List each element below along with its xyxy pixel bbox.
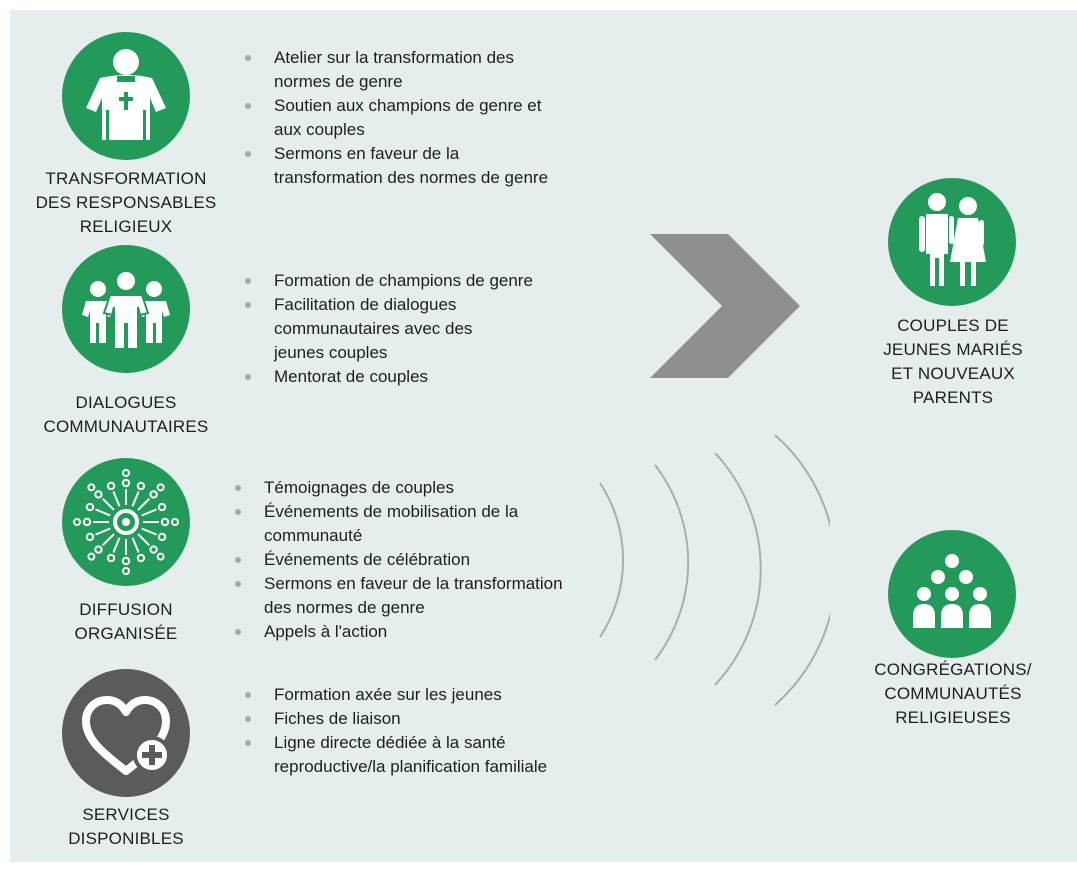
list-item: Témoignages de couples xyxy=(232,476,632,500)
list-item: Fiches de liaison xyxy=(242,707,642,731)
bullet-list-available-services: Formation axée sur les jeunes Fiches de … xyxy=(242,683,642,779)
group-title-religious-leaders: TRANSFORMATION DES RESPONSABLES RELIGIEU… xyxy=(35,169,217,236)
list-item: Appels à l'action xyxy=(232,620,632,644)
bullet-list-community-dialogues: Formation de champions de genre Facilita… xyxy=(242,269,622,389)
broadcast-arc-2 xyxy=(654,464,690,661)
list-item: Mentorat de couples xyxy=(242,365,622,389)
group-title-congregations: CONGRÉGATIONS/ COMMUNAUTÉS RELIGIEUSES xyxy=(874,660,1032,727)
bullet-list-organized-diffusion: Témoignages de couples Événements de mob… xyxy=(232,476,632,644)
heart-plus-icon xyxy=(62,669,190,797)
group-title-available-services: SERVICES DISPONIBLES xyxy=(68,805,184,848)
group-title-couples: COUPLES DE JEUNES MARIÉS ET NOUVEAUX PAR… xyxy=(883,316,1023,407)
chevron-arrow-icon xyxy=(650,234,800,378)
broadcast-arc-3 xyxy=(714,452,762,686)
congregation-icon xyxy=(888,530,1016,658)
priest-icon xyxy=(62,32,190,160)
list-item: Formation axée sur les jeunes xyxy=(242,683,642,707)
broadcast-arcs xyxy=(599,434,830,706)
couple-icon xyxy=(888,178,1016,306)
list-item: Formation de champions de genre xyxy=(242,269,622,293)
broadcast-arc-1 xyxy=(599,482,624,638)
group-of-people-icon xyxy=(62,245,190,373)
broadcast-radiating-icon xyxy=(62,458,190,586)
group-title-community-dialogues: DIALOGUES COMMUNAUTAIRES xyxy=(43,393,209,436)
broadcast-arc-4 xyxy=(774,434,830,706)
group-title-organized-diffusion: DIFFUSION ORGANISÉE xyxy=(74,600,178,643)
list-item: Événements de célébration xyxy=(232,548,632,572)
